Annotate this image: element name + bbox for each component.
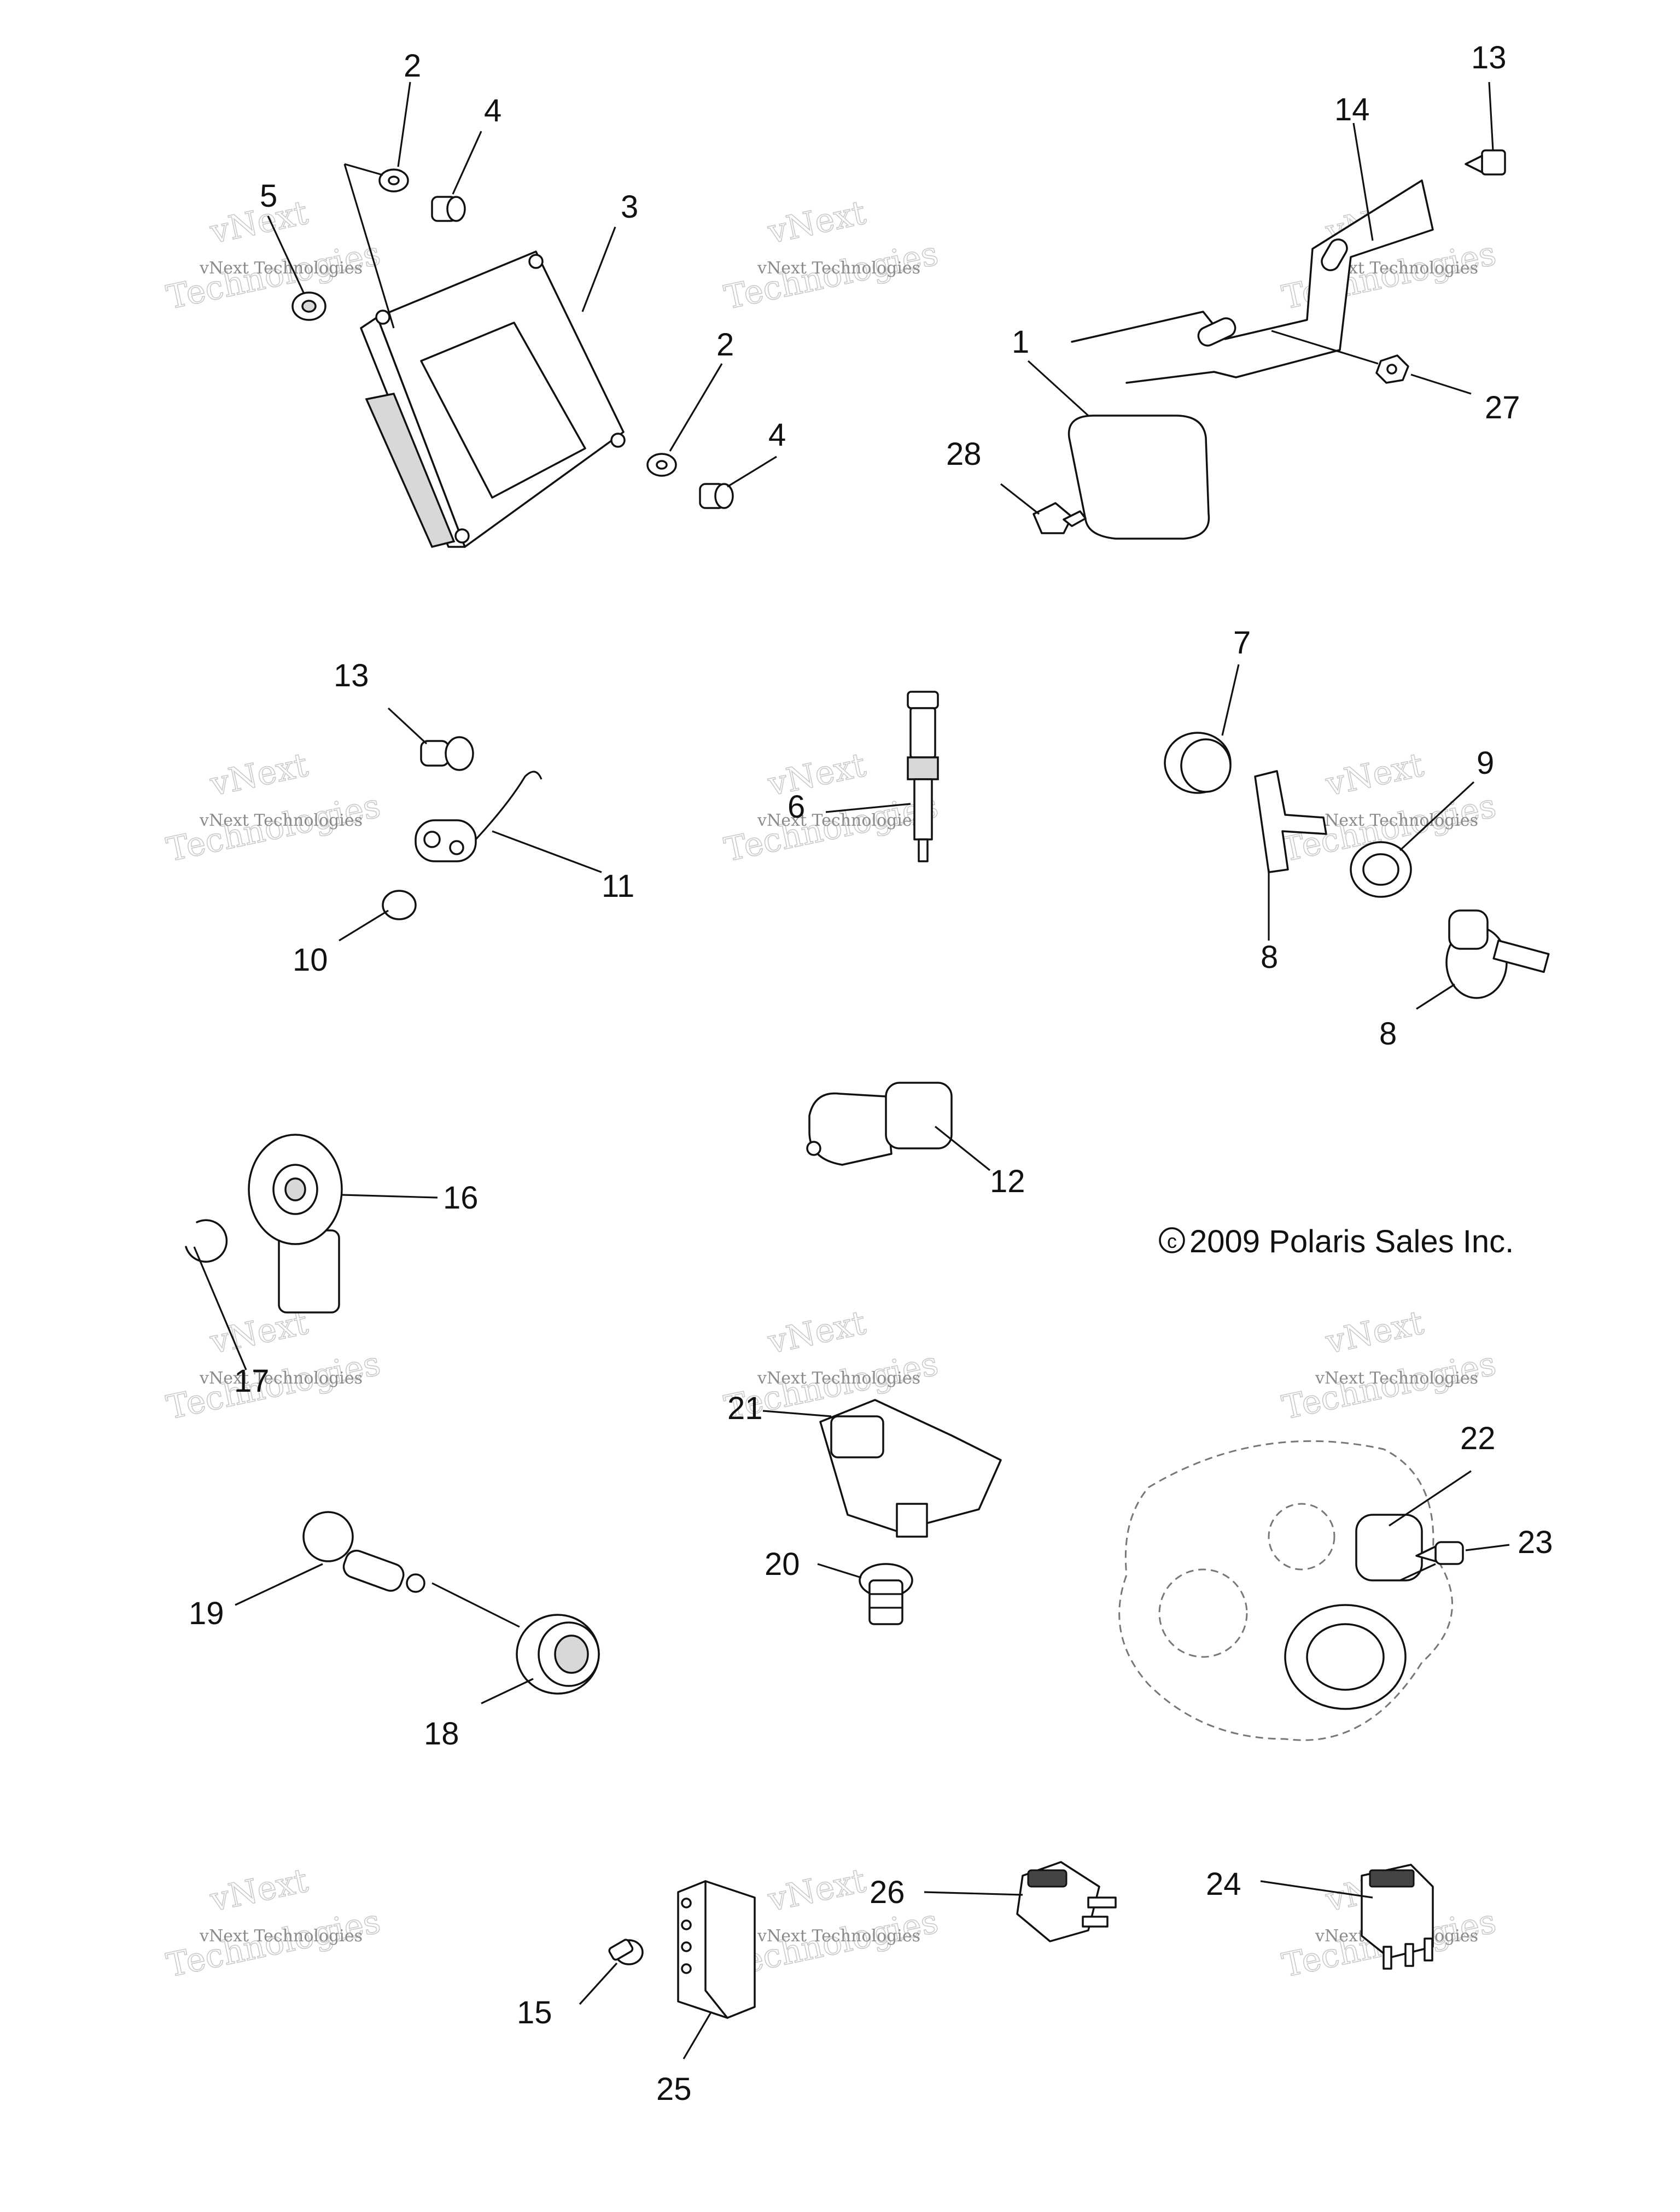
watermark-brand: vNext (765, 1861, 869, 1919)
watermark-text: vNext Technologies (199, 1927, 363, 1946)
watermark: vNext Technologies vNext Technologies (163, 1303, 384, 1427)
ecu-module-part (360, 250, 626, 548)
watermark-brand: vNext (207, 746, 311, 804)
callout-16: 16 (443, 1180, 479, 1216)
washer-part (378, 168, 409, 192)
callout-2: 2 (716, 327, 734, 363)
callout-15: 15 (517, 1995, 552, 2030)
callout-13: 13 (334, 658, 369, 693)
throttle-body-part (1118, 1440, 1454, 1741)
clip-part (185, 1219, 228, 1263)
callout-28: 28 (946, 436, 982, 472)
nut-part (1375, 354, 1409, 384)
watermarks: vNext Technologies vNext Technologies vN… (163, 193, 1500, 1985)
watermark-text: vNext Technologies (1315, 1369, 1478, 1388)
o-ring-part (1350, 841, 1412, 898)
callout-17: 17 (234, 1363, 270, 1399)
callout-22: 22 (1460, 1421, 1496, 1456)
callout-27: 27 (1485, 390, 1520, 425)
copyright-notice: c 2009 Polaris Sales Inc. (1159, 1224, 1514, 1259)
callout-11: 11 (602, 868, 634, 904)
watermark-text: vNext Technologies (757, 259, 920, 278)
callout-3: 3 (621, 189, 638, 225)
screw-part (1032, 502, 1087, 534)
callout-4: 4 (484, 93, 501, 129)
watermark: vNext Technologies vNext Technologies (163, 745, 384, 869)
sensor-part (415, 771, 542, 862)
watermark: vNext Technologies vNext Technologies (721, 193, 942, 317)
callout-12: 12 (990, 1164, 1025, 1199)
bolt-part (420, 736, 474, 771)
callout-9: 9 (1477, 745, 1494, 781)
leader-lines (193, 81, 1510, 2059)
watermark-brand: vNext (1322, 746, 1427, 804)
watermark-text: vNext Technologies (757, 1927, 920, 1946)
callout-25: 25 (656, 2071, 692, 2107)
callout-14: 14 (1334, 92, 1370, 127)
watermark-text: vNext Technologies (199, 259, 363, 278)
map-sensor-part (819, 1399, 1002, 1538)
copyright-symbol: c (1167, 1230, 1177, 1252)
copyright-icon (1159, 1227, 1185, 1253)
callout-1: 1 (1012, 324, 1029, 360)
callout-4: 4 (768, 417, 786, 453)
bolt-part (699, 483, 734, 509)
callout-8: 8 (1379, 1016, 1397, 1052)
callout-19: 19 (189, 1596, 224, 1631)
bolt-part (1465, 149, 1506, 176)
watermark-text: vNext Technologies (757, 811, 920, 830)
copyright-text: 2009 Polaris Sales Inc. (1189, 1224, 1514, 1259)
temp-probe-part (907, 691, 939, 862)
watermark-brand: vNext (765, 746, 869, 804)
watermark-brand: vNext (765, 1304, 869, 1362)
callout-10: 10 (293, 942, 328, 978)
callout-labels: 2 4 3 5 2 4 13 14 1 27 28 13 11 10 6 7 9… (189, 40, 1553, 2107)
knock-sensor-part (248, 1134, 343, 1314)
plug-part (859, 1563, 913, 1625)
watermark: vNext Technologies vNext Technologies (163, 1861, 384, 1985)
washer-part (646, 453, 677, 477)
callout-21: 21 (727, 1391, 763, 1426)
plug-part (382, 890, 417, 920)
watermark-text: vNext Technologies (757, 1369, 920, 1388)
relay-part (677, 1880, 756, 2019)
watermark-brand: vNext (207, 1861, 311, 1919)
cover-part (1068, 415, 1210, 540)
screw-part (1415, 1541, 1464, 1565)
watermark-text: vNext Technologies (199, 811, 363, 830)
callout-18: 18 (424, 1716, 459, 1752)
bracket-tab-part (1254, 770, 1327, 873)
watermark-brand: vNext (1322, 1304, 1427, 1362)
screw-part (608, 1939, 644, 1965)
mounting-bracket-part (1071, 179, 1434, 384)
callout-26: 26 (870, 1875, 905, 1910)
callout-7: 7 (1233, 625, 1251, 661)
watermark-text: vNext Technologies (1315, 811, 1478, 830)
rocker-switch-part (1361, 1864, 1434, 1970)
watermark-brand: vNext (765, 194, 869, 252)
bulb-part (302, 1511, 425, 1593)
watermark: vNext Technologies vNext Technologies (1279, 1303, 1500, 1427)
watermark-brand: vNext (207, 194, 311, 252)
grommet-part (291, 291, 326, 321)
callout-23: 23 (1518, 1525, 1553, 1560)
callout-5: 5 (260, 178, 277, 214)
sensor-part (1445, 909, 1550, 999)
callout-6: 6 (788, 789, 805, 825)
callout-8: 8 (1261, 939, 1278, 975)
sensor-part (806, 1082, 953, 1166)
callout-24: 24 (1206, 1866, 1241, 1902)
socket-part (516, 1614, 600, 1695)
callout-2: 2 (404, 48, 421, 84)
bolt-part (431, 196, 466, 222)
rocker-switch-part (1016, 1861, 1117, 1942)
watermark-text: vNext Technologies (199, 1369, 363, 1388)
cap-part (1164, 732, 1232, 794)
callout-13: 13 (1471, 40, 1507, 75)
callout-20: 20 (765, 1546, 800, 1582)
